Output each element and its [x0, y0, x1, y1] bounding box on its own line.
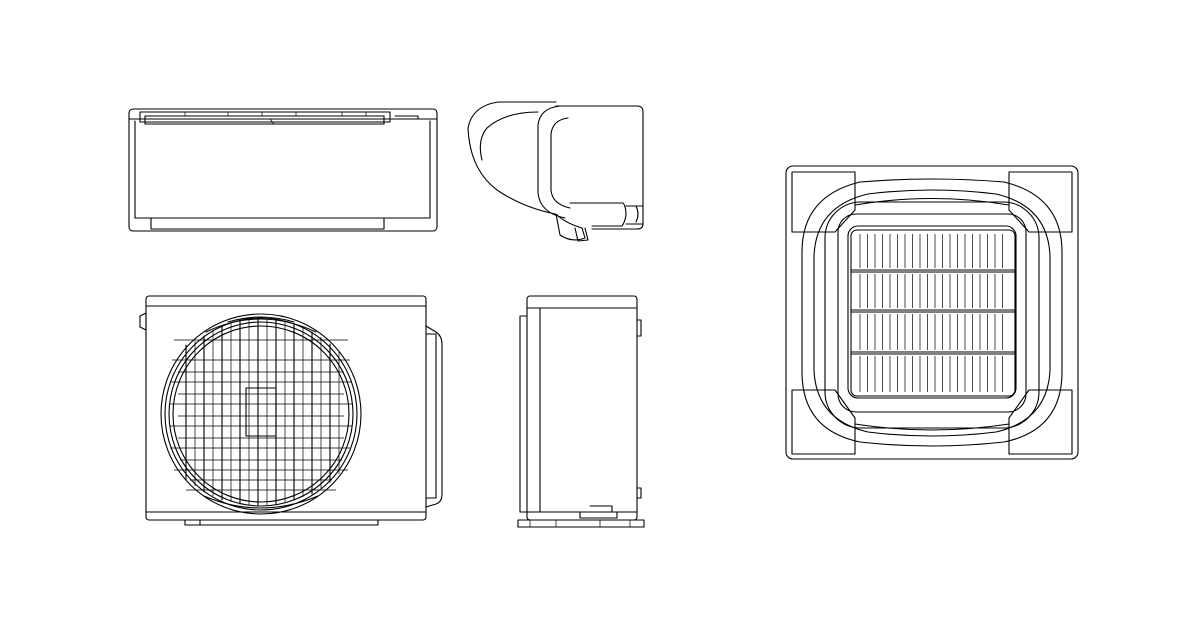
outdoor-unit-front-view: [139, 295, 443, 526]
indoor-unit-front-view: [128, 108, 438, 232]
cassette-unit-top-view: [785, 165, 1079, 460]
cassette-slat-lines: [859, 234, 1003, 392]
indoor-unit-side-view: [467, 101, 644, 242]
cassette-grille-slats: [859, 234, 1003, 392]
outdoor-unit-side-view: [517, 295, 645, 528]
